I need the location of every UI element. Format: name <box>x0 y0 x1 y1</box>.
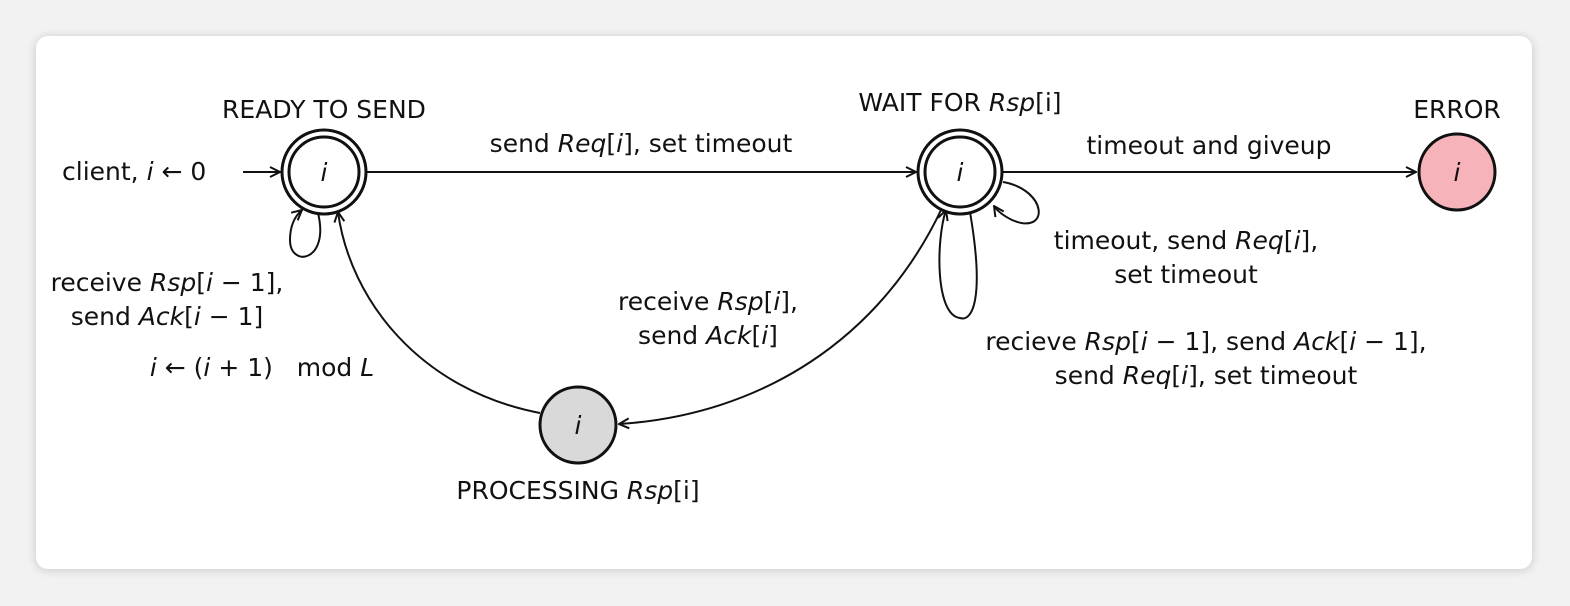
state-error-title: ERROR <box>1413 95 1501 124</box>
label-wait-to-processing: receive Rsp[i], send Ack[i] <box>618 287 798 350</box>
label-ready-to-wait: send Req[i], set timeout <box>490 129 793 158</box>
edge-wait-big-loop <box>939 210 978 320</box>
label-wait-to-error: timeout and giveup <box>1086 131 1331 160</box>
state-ready-title: READY TO SEND <box>222 95 426 124</box>
label-initial: client, i ← 0 <box>62 157 206 186</box>
label-wait-small-loop-line2: set timeout <box>1114 260 1258 289</box>
state-wait-symbol: i <box>957 158 964 187</box>
label-ready-selfloop-line1: receive Rsp[i − 1], <box>51 268 284 297</box>
edge-wait-to-processing <box>619 207 943 424</box>
label-wait-small-loop: timeout, send Req[i], set timeout <box>1054 226 1318 289</box>
label-wait-to-processing-line2: send Ack[i] <box>638 321 778 350</box>
state-ready-inner-ring <box>287 135 361 209</box>
label-wait-big-loop: recieve Rsp[i − 1], send Ack[i − 1], sen… <box>985 327 1426 390</box>
state-wait-title: WAIT FOR Rsp[i] <box>858 88 1061 117</box>
state-wait-for-rsp: i WAIT FOR Rsp[i] <box>858 88 1062 216</box>
label-wait-big-loop-line2: send Req[i], set timeout <box>1055 361 1358 390</box>
label-ready-selfloop-line2: send Ack[i − 1] <box>71 302 264 331</box>
state-processing: i PROCESSING Rsp[i] <box>456 385 700 505</box>
label-wait-big-loop-line1: recieve Rsp[i − 1], send Ack[i − 1], <box>985 327 1426 356</box>
state-error-symbol: i <box>1454 158 1461 187</box>
diagram-card <box>36 36 1532 569</box>
label-ready-selfloop: receive Rsp[i − 1], send Ack[i − 1] <box>51 268 284 331</box>
edge-processing-to-ready <box>338 212 541 414</box>
state-wait-inner-ring <box>923 135 997 209</box>
state-processing-circle <box>538 385 618 465</box>
state-ready-to-send: i READY TO SEND <box>222 95 426 216</box>
edge-wait-small-loop <box>994 181 1040 225</box>
state-processing-title: PROCESSING Rsp[i] <box>456 476 699 505</box>
label-wait-small-loop-line1: timeout, send Req[i], <box>1054 226 1318 255</box>
label-wait-to-processing-line1: receive Rsp[i], <box>618 287 798 316</box>
state-processing-symbol: i <box>575 411 582 440</box>
state-error: i ERROR <box>1413 95 1501 212</box>
state-error-circle <box>1417 132 1497 212</box>
edge-ready-selfloop <box>288 210 322 258</box>
state-ready-symbol: i <box>321 158 328 187</box>
label-processing-to-ready: i ← (i + 1) mod L <box>150 353 374 382</box>
